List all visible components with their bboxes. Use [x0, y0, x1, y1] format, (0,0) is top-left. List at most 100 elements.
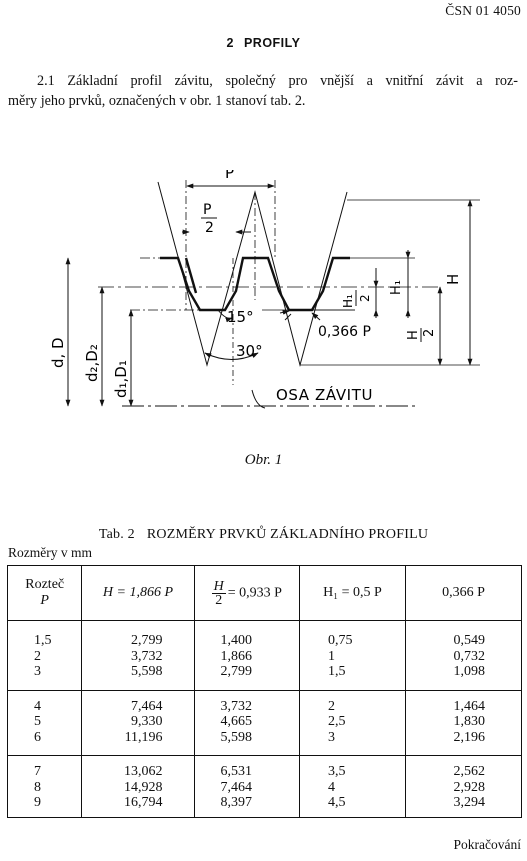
label-d-minor: d₁,D₁: [112, 360, 130, 398]
header-H-half-num: H: [211, 578, 226, 594]
cell-value: 3,5: [328, 764, 346, 779]
paragraph-line-2: měry jeho prvků, označených v obr. 1 sta…: [8, 93, 306, 109]
label-h-half-num: H: [406, 330, 421, 340]
label-thread-axis: OSA ZÁVITU: [276, 385, 373, 404]
cell-value: 5,598: [220, 729, 253, 745]
label-pitch: P: [225, 170, 234, 182]
cell-value: 1,400: [220, 633, 253, 648]
label-d-major: d, D: [49, 337, 67, 368]
cell-value: 3,294: [453, 795, 486, 810]
thread-profile-drawing: P P 2 15° 30° 0,366 P OSA ZÁVITU H H₁ H₁…: [49, 164, 480, 409]
standard-number: ČSN 01 4050: [445, 3, 521, 18]
cell-value: 2,799: [220, 664, 253, 679]
header-pitch-line1: Rozteč: [25, 577, 65, 592]
cell-value: 1,866: [220, 648, 253, 664]
cell-value: 2,196: [453, 729, 486, 745]
cell-value: 3: [34, 664, 41, 679]
cell-value: 2,5: [328, 714, 346, 729]
cell-value: 2: [34, 648, 41, 664]
cell-value: 3: [328, 729, 336, 745]
cell-value: 6: [34, 729, 41, 745]
label-root-width: 0,366 P: [318, 324, 371, 340]
cell-value: 1,830: [453, 714, 486, 729]
header-H-half: H 2 = 0,933 P: [193, 565, 301, 621]
label-h-half-den: 2: [422, 329, 437, 337]
cell-value: 14,928: [124, 779, 163, 795]
table-number: Tab. 2: [98, 527, 135, 542]
header-H: H = 1,866 P: [81, 565, 195, 621]
header-H-half-fraction: H 2: [211, 578, 226, 608]
cell-value: 7,464: [131, 698, 163, 714]
label-half-pitch-den: 2: [205, 220, 214, 236]
cell-value: 1: [328, 648, 336, 664]
cell-value: 4: [328, 779, 336, 795]
cell-value: 5: [34, 714, 41, 729]
cell-value: 3,732: [131, 648, 163, 664]
section-number: 2: [226, 36, 234, 50]
header-H-half-value: = 0,933 P: [227, 585, 282, 601]
label-h1-half-num: H₁: [341, 294, 355, 308]
header-pitch: Rozteč P: [6, 565, 83, 621]
cell-value: 4,5: [328, 795, 346, 810]
cell-value: 11,196: [124, 729, 163, 745]
cell-value: 4: [34, 698, 41, 714]
table-header-row: Rozteč P H = 1,866 P H 2 = 0,933 P H₁ = …: [6, 565, 523, 621]
label-angle-30: 30°: [236, 342, 263, 360]
cell-value: 0,732: [453, 648, 486, 664]
cell-value: 0,549: [453, 633, 486, 648]
label-angle-15: 15°: [227, 308, 254, 326]
thread-profile-figure: P P 2 15° 30° 0,366 P OSA ZÁVITU H H₁ H₁…: [0, 164, 527, 425]
header-k: 0,366 P: [404, 565, 523, 621]
dimensions-table: Rozteč P H = 1,866 P H 2 = 0,933 P H₁ = …: [6, 565, 523, 818]
label-half-pitch-num: P: [203, 202, 211, 218]
cell-value: 16,794: [124, 795, 163, 810]
cell-value: 2: [328, 698, 336, 714]
cell-value: 2,928: [453, 779, 486, 795]
cell-value: 2,799: [131, 633, 163, 648]
label-d-pitch: d₂,D₂: [83, 344, 101, 382]
cell-value: 2,562: [453, 764, 486, 779]
label-h1-half-den: 2: [358, 294, 372, 302]
header-pitch-line2: P: [40, 593, 49, 608]
cell-value: 1,5: [328, 664, 346, 679]
paragraph-line-1: 2.1 Základní profil závitu, společný pro…: [37, 73, 518, 89]
section-heading: 2 PROFILY: [0, 36, 527, 50]
cell-value: 7,464: [220, 779, 253, 795]
table-units: Rozměry v mm: [8, 545, 92, 560]
cell-value: 9,330: [131, 714, 163, 729]
cell-value: 9: [34, 795, 41, 810]
cell-value: 1,5: [34, 633, 52, 648]
continued-note: Pokračování: [453, 837, 521, 852]
cell-value: 13,062: [124, 764, 163, 779]
intro-paragraph: 2.1 Základní profil závitu, společný pro…: [8, 71, 518, 111]
cell-value: 1,464: [453, 698, 486, 714]
label-h1: H₁: [389, 280, 404, 295]
cell-value: 4,665: [220, 714, 253, 729]
section-title: PROFILY: [243, 36, 301, 50]
header-H1: H₁ = 0,5 P: [299, 565, 406, 621]
header-H-half-den: 2: [215, 592, 223, 608]
cell-value: 1,098: [453, 664, 486, 679]
cell-value: 3,732: [220, 698, 253, 714]
figure-caption: Obr. 1: [244, 452, 283, 468]
cell-value: 8,397: [220, 795, 253, 810]
